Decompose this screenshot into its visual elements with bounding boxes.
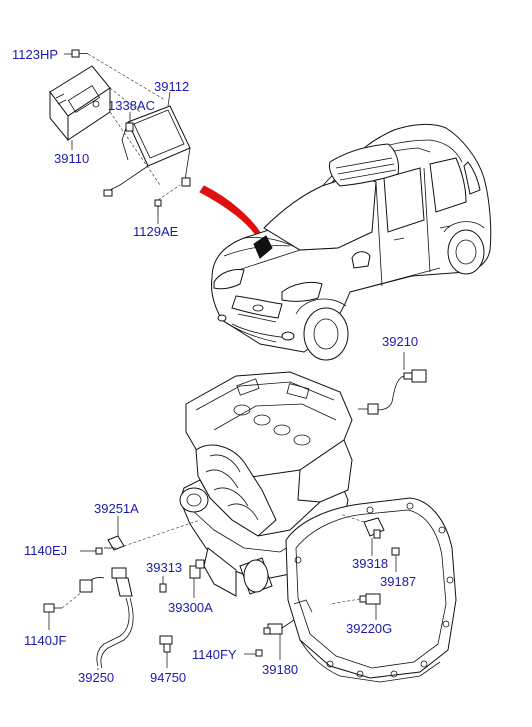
- label-1140fy: 1140FY: [192, 647, 237, 662]
- location-arrow: [199, 185, 263, 239]
- bolt-1123hp[interactable]: [64, 49, 88, 58]
- label-39300a: 39300A: [168, 600, 213, 615]
- crank-sensor-39180[interactable]: [263, 619, 295, 660]
- label-94750: 94750: [150, 670, 186, 685]
- ecu-bracket-39112[interactable]: [103, 105, 191, 197]
- label-39112: 39112: [154, 79, 189, 94]
- bolt-1140ej[interactable]: [80, 547, 103, 555]
- clip-1338ac[interactable]: [125, 112, 134, 132]
- label-1129ae: 1129AE: [133, 224, 179, 239]
- sensor-39220g[interactable]: [329, 593, 381, 620]
- bolt-1140fy[interactable]: [244, 649, 263, 657]
- label-39313: 39313: [146, 560, 182, 575]
- label-1338ac: 1338AC: [108, 98, 155, 113]
- label-39251a: 39251A: [94, 501, 139, 516]
- label-39210: 39210: [382, 334, 418, 349]
- bolt-1129ae[interactable]: [154, 184, 181, 224]
- oxygen-sensor-39210[interactable]: [358, 352, 427, 415]
- label-39110: 39110: [54, 151, 89, 166]
- ecu-assembly: [49, 49, 191, 224]
- bracket-39251a[interactable]: [104, 516, 201, 551]
- car-illustration: [211, 123, 492, 361]
- label-39250: 39250: [78, 670, 114, 685]
- bolt-1140jf[interactable]: [43, 591, 83, 630]
- bolt-39187[interactable]: [391, 547, 400, 572]
- label-1140jf: 1140JF: [24, 633, 66, 648]
- knock-sensor-39250[interactable]: [79, 567, 134, 670]
- label-39187: 39187: [380, 574, 416, 589]
- cam-sensor-39300a[interactable]: [189, 559, 205, 598]
- ecu-module-39110[interactable]: [49, 65, 111, 142]
- engine-illustration: [179, 371, 457, 683]
- label-39318: 39318: [352, 556, 388, 571]
- label-1123hp: 1123HP: [12, 47, 58, 62]
- label-1140ej: 1140EJ: [24, 543, 67, 558]
- label-39180: 39180: [262, 662, 298, 677]
- sensor-39318[interactable]: [339, 513, 385, 556]
- part-labels: 1123HP 39112 1338AC 39110 1129AE 39210 3…: [12, 47, 418, 685]
- sensor-39313[interactable]: [159, 576, 167, 593]
- label-39220g: 39220G: [346, 621, 392, 636]
- sensor-94750[interactable]: [159, 635, 173, 668]
